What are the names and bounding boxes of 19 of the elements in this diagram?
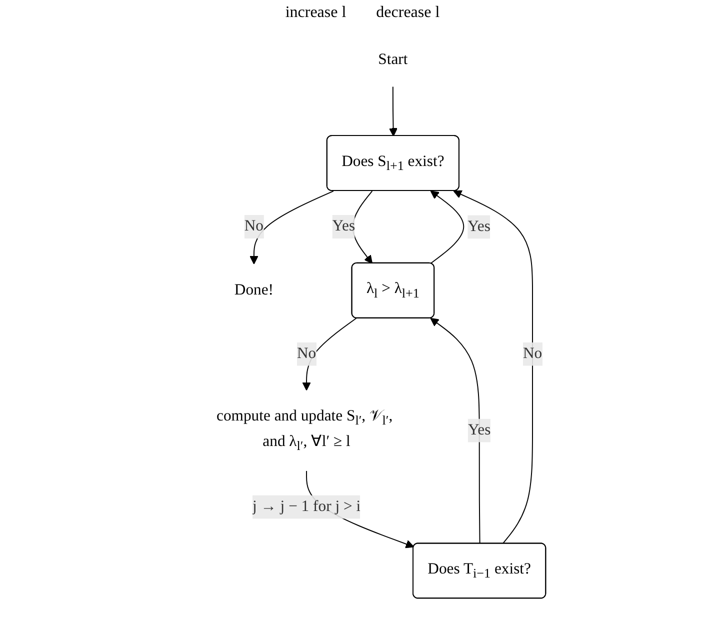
edge-label: Yes — [468, 218, 490, 235]
edge-label: No — [522, 345, 542, 362]
node-text: Done! — [234, 282, 274, 298]
note-label: increase l — [285, 4, 346, 22]
node-text: Start — [378, 51, 408, 68]
arrow — [352, 190, 373, 264]
edge-label: No — [296, 345, 316, 362]
note-label: decrease l — [376, 4, 440, 22]
arrow — [388, 86, 398, 136]
edge-label: Yes — [332, 218, 356, 235]
arrow — [430, 190, 464, 264]
node-text: compute and update S$_{l′}$, 𝒱$_{l′}$, and λ$_{l′}$, ∀l′ ≥ l — [216, 408, 393, 454]
arrow — [302, 318, 357, 391]
edge-label: j → j − 1 for j > i — [252, 498, 361, 515]
arrow — [430, 318, 480, 544]
arrow — [453, 190, 533, 544]
arrow — [250, 190, 334, 264]
edge-label: Yes — [468, 422, 491, 438]
edge-label: No — [244, 218, 264, 235]
